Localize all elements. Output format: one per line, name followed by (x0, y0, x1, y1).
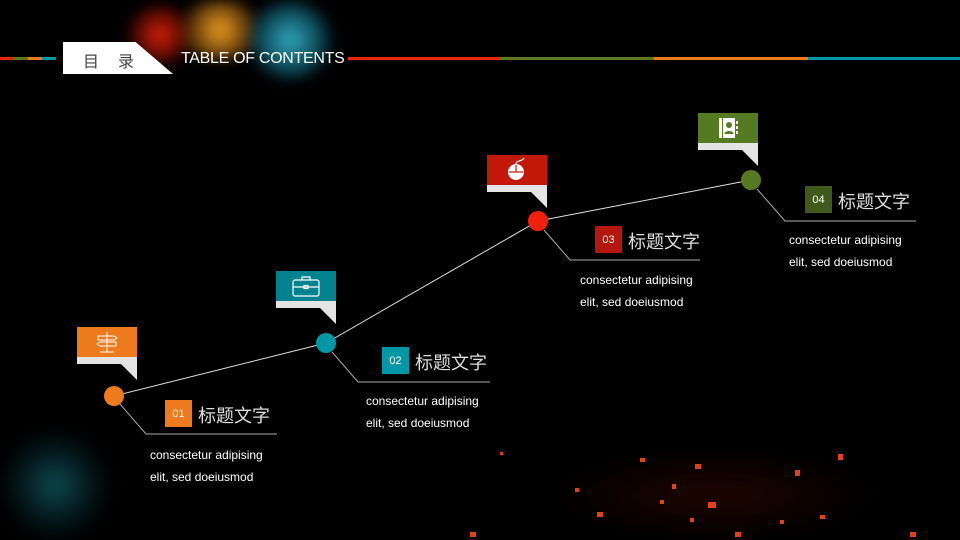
item-title: 标题文字 (838, 192, 910, 213)
item-number-badge: 02 (382, 347, 409, 374)
header-rule (0, 57, 960, 60)
flag-2 (276, 271, 336, 324)
leader-line-4 (756, 188, 916, 222)
item-description-line: consectetur adipising (580, 273, 693, 287)
item-description-line: elit, sed doeiusmod (789, 255, 893, 269)
item-number-badge: 03 (595, 226, 622, 253)
item-description: consectetur adipising elit, sed doeiusmo… (789, 229, 902, 273)
item-description-line: elit, sed doeiusmod (580, 295, 684, 309)
item-title: 标题文字 (198, 406, 270, 427)
item-description: consectetur adipising elit, sed doeiusmo… (580, 269, 693, 313)
item-title: 标题文字 (415, 353, 487, 374)
ember-glow (550, 450, 880, 540)
briefcase-icon (292, 276, 320, 297)
flag-1 (77, 327, 137, 380)
item-description-line: consectetur adipising (789, 233, 902, 247)
node-1 (104, 386, 124, 406)
node-2 (316, 333, 336, 353)
item-description: consectetur adipising elit, sed doeiusmo… (150, 444, 263, 488)
tab-title-char-1: 目 (83, 52, 100, 71)
leader-line-2 (331, 351, 490, 383)
powder-splash-bottom-left (0, 430, 110, 540)
item-description-line: consectetur adipising (366, 394, 479, 408)
flag-4 (698, 113, 758, 166)
signpost-icon (96, 332, 118, 353)
item-title: 标题文字 (628, 232, 700, 253)
contact-book-icon (719, 118, 738, 138)
item-description-line: consectetur adipising (150, 448, 263, 462)
node-4 (741, 170, 761, 190)
flag-3 (487, 155, 547, 208)
tab-title-char-2: 录 (118, 52, 135, 71)
item-number-badge: 04 (805, 186, 832, 213)
page-title: TABLE OF CONTENTS (181, 50, 345, 67)
timeline-path (113, 179, 752, 397)
node-3 (528, 211, 548, 231)
item-description-line: elit, sed doeiusmod (150, 470, 254, 484)
leader-line-1 (119, 403, 277, 435)
item-description-line: elit, sed doeiusmod (366, 416, 470, 430)
leader-line-3 (543, 229, 700, 261)
mouse-icon (508, 157, 525, 180)
item-number-badge: 01 (165, 400, 192, 427)
item-description: consectetur adipising elit, sed doeiusmo… (366, 390, 479, 434)
powder-splash-teal (245, 0, 335, 80)
